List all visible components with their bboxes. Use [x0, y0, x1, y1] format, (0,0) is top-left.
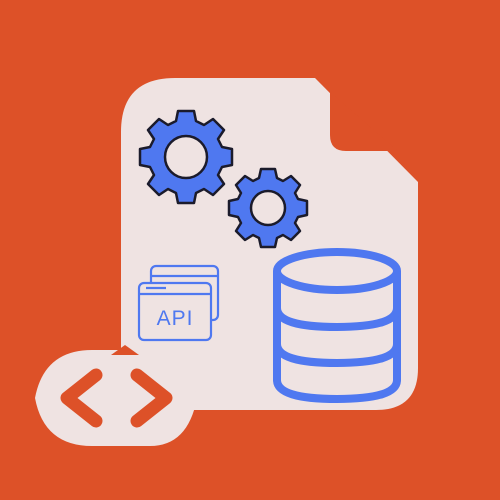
- api-label: API: [157, 307, 194, 330]
- gear-icon: [138, 109, 234, 205]
- code-brackets-icon: [35, 345, 197, 446]
- database-icon: [273, 248, 401, 404]
- api-windows-icon: API: [137, 264, 220, 342]
- gear-icon: [227, 167, 309, 249]
